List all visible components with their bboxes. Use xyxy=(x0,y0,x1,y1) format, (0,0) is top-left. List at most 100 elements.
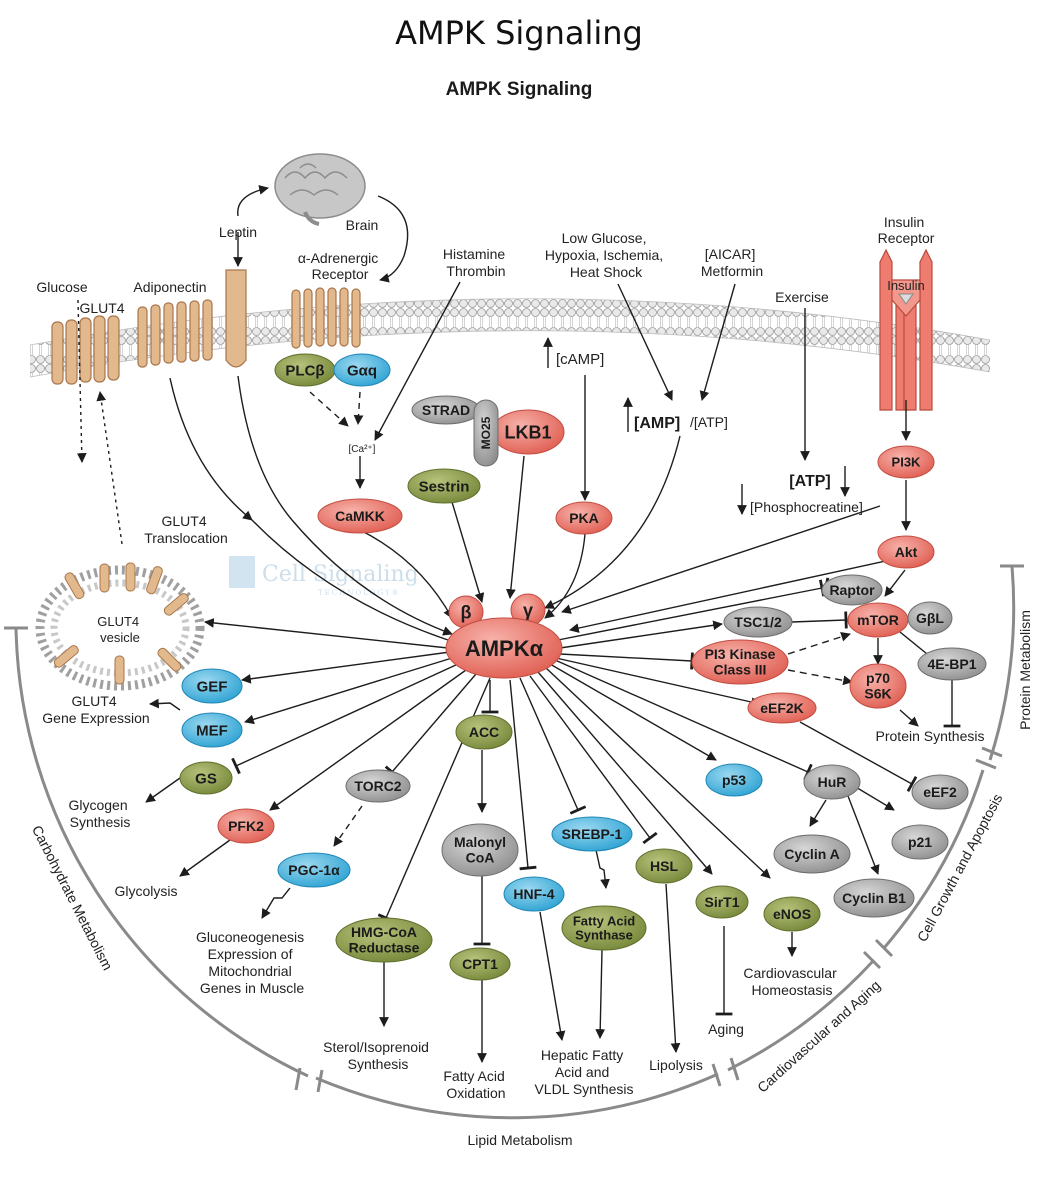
node-mef-shape xyxy=(181,712,243,748)
node-eef2k: eEF2K xyxy=(747,692,817,724)
node-hsl: HSL xyxy=(635,848,693,884)
node-p21: p21 xyxy=(891,824,949,860)
glycolysis-label: Glycolysis xyxy=(114,883,177,899)
node-tsc-shape xyxy=(723,606,793,638)
node-srebp-shape xyxy=(551,816,633,852)
glut4-label: GLUT4 xyxy=(79,300,124,316)
node-beta-label: β xyxy=(461,602,472,622)
brain-label: Brain xyxy=(346,217,379,233)
node-gamma-label: γ xyxy=(523,600,533,620)
node-plcb: PLCβ xyxy=(274,353,336,387)
stress-label: Low Glucose, Hypoxia, Ischemia, Heat Sho… xyxy=(545,230,667,280)
node-pi3k-shape xyxy=(877,445,935,479)
atp-label: [ATP] xyxy=(789,473,830,490)
node-camkk-shape xyxy=(317,498,403,534)
node-mo25-label: MO25 xyxy=(479,416,493,449)
node-ampk-shape xyxy=(445,617,563,679)
node-ebp: 4E-BP1 xyxy=(917,647,987,681)
node-gaq-shape xyxy=(333,353,391,387)
category-carbohydrate: Carbohydrate Metabolism xyxy=(29,823,116,973)
glut4-transporter-icon xyxy=(51,315,120,385)
node-sestrin: Sestrin xyxy=(407,468,481,504)
insulin-label: Insulin xyxy=(887,278,925,293)
category-lipid: Lipid Metabolism xyxy=(467,1132,572,1148)
node-sirt1: SirT1 xyxy=(695,885,749,919)
node-pfk2: PFK2 xyxy=(217,808,275,844)
node-pfk2-label: PFK2 xyxy=(228,818,264,834)
node-mef: MEF xyxy=(181,712,243,748)
node-gef: GEF xyxy=(181,668,243,704)
labels: Glucose GLUT4 Adiponectin Leptin α-Adren… xyxy=(36,214,984,1101)
exercise-label: Exercise xyxy=(775,289,829,305)
node-mo25-shape xyxy=(473,399,499,467)
node-gaq-label: Gαq xyxy=(347,362,377,379)
camp-label: [cAMP] xyxy=(556,351,604,368)
category-arcs xyxy=(4,564,1024,1120)
node-hnf4-label: HNF-4 xyxy=(513,886,554,902)
sterol-synthesis-label: Sterol/Isoprenoid Synthesis xyxy=(323,1039,433,1072)
node-gbl-label: GβL xyxy=(916,610,944,626)
node-mtor: mTOR xyxy=(847,602,909,638)
node-raptor-shape xyxy=(821,574,883,606)
node-pfk2-shape xyxy=(217,808,275,844)
node-p53-label: p53 xyxy=(722,772,746,788)
histamine-label: Histamine Thrombin xyxy=(443,246,509,279)
node-mo25: MO25 xyxy=(473,399,499,467)
node-pgc1a-shape xyxy=(277,852,351,888)
node-hmg-shape xyxy=(335,917,433,963)
node-torc2-label: TORC2 xyxy=(354,778,401,794)
node-enos-label: eNOS xyxy=(773,906,811,922)
node-hnf4-shape xyxy=(503,876,565,912)
node-cpt1-label: CPT1 xyxy=(462,956,498,972)
node-eef2k-shape xyxy=(747,692,817,724)
node-srebp-label: SREBP-1 xyxy=(562,826,623,842)
node-enos-shape xyxy=(763,896,821,932)
glut4-vesicle-label: GLUT4 vesicle xyxy=(97,614,143,645)
node-cyclin-b1-shape xyxy=(833,878,915,918)
node-srebp: SREBP-1 xyxy=(551,816,633,852)
node-cpt1: CPT1 xyxy=(449,947,511,981)
node-sirt1-shape xyxy=(695,885,749,919)
watermark: Cell Signaling TECHNOLOGY® xyxy=(229,556,419,597)
cardiovascular-homeostasis-label: Cardiovascular Homeostasis xyxy=(743,965,840,998)
node-camkk-label: CaMKK xyxy=(335,508,385,524)
node-gef-label: GEF xyxy=(197,678,228,695)
alpha-adrenergic-label: α-Adrenergic Receptor xyxy=(298,250,382,282)
alpha-adrenergic-receptor-icon xyxy=(291,287,361,349)
node-mtor-label: mTOR xyxy=(857,612,899,628)
node-pka-label: PKA xyxy=(569,510,599,526)
svg-text:TECHNOLOGY®: TECHNOLOGY® xyxy=(318,589,401,597)
node-gaq: Gαq xyxy=(333,353,391,387)
glut4-vesicle-icon xyxy=(35,562,205,691)
leptin-receptor-icon xyxy=(225,269,247,368)
node-ebp-label: 4E-BP1 xyxy=(927,656,976,672)
node-akt-shape xyxy=(877,535,935,569)
node-lkb1-label: LKB1 xyxy=(504,422,551,442)
node-cyclin-b1-label: Cyclin B1 xyxy=(842,890,906,906)
protein-synthesis-label: Protein Synthesis xyxy=(876,728,985,744)
node-torc2-shape xyxy=(345,769,411,803)
node-p53-shape xyxy=(705,763,763,797)
node-plcb-label: PLCβ xyxy=(285,362,324,379)
cell-membrane xyxy=(29,298,991,378)
node-eef2: eEF2 xyxy=(911,774,969,810)
node-p21-label: p21 xyxy=(908,834,932,850)
node-gbl: GβL xyxy=(907,601,953,635)
node-hur: HuR xyxy=(803,764,861,800)
hepatic-fatty-acid-label: Hepatic Fatty Acid and VLDL Synthesis xyxy=(534,1047,633,1097)
adiponectin-receptor-icon xyxy=(137,299,213,368)
node-fas-shape xyxy=(561,905,647,951)
node-malonyl-shape xyxy=(441,823,519,877)
node-strad-label: STRAD xyxy=(422,402,470,418)
node-gef-shape xyxy=(181,668,243,704)
fatty-acid-oxidation-label: Fatty Acid Oxidation xyxy=(443,1068,508,1101)
node-eef2-shape xyxy=(911,774,969,810)
node-pi3k: PI3K xyxy=(877,445,935,479)
node-raptor: Raptor xyxy=(821,574,883,606)
